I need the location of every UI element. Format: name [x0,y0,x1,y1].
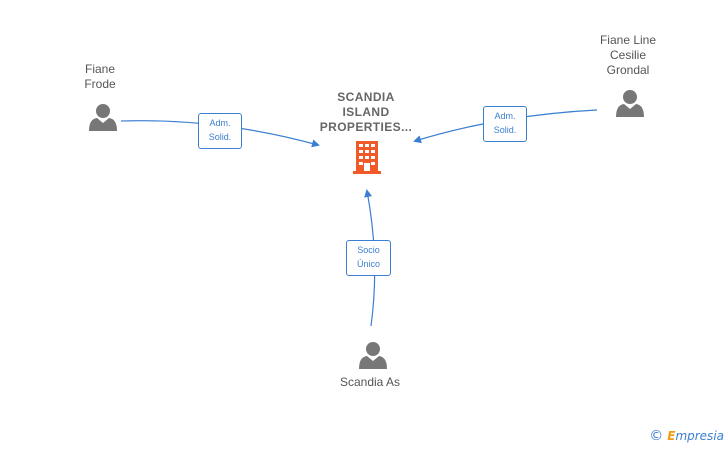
person-name-line: Scandia As [339,375,401,389]
person-name-line: Fiane [84,62,116,76]
company-name-line: SCANDIA [337,90,395,104]
person-name-line: Fiane Line [599,33,657,47]
relation-label-line: Solid. [493,125,517,135]
relation-label-scandia-as[interactable]: Socio Único [346,240,391,276]
relation-label-fiane-line[interactable]: Adm. Solid. [483,106,527,142]
person-icon [359,342,387,369]
logo-initial: E [667,429,676,443]
logo-text: mpresia [675,429,724,443]
copyright-icon: © [649,428,664,444]
relation-label-line: Único [356,259,380,269]
company-name-line: PROPERTIES... [319,120,413,134]
building-icon [353,141,381,174]
person-icon [89,104,117,131]
empresia-watermark[interactable]: © Empresia [649,428,724,444]
relation-label-line: Solid. [208,132,232,142]
person-name-line: Cesilie [609,48,646,62]
person-icon [616,90,644,117]
person-name-fiane-frode[interactable]: Fiane Frode [60,62,140,92]
empresia-logo: Empresia [667,429,724,443]
relation-label-line: Adm. [209,118,231,128]
company-name[interactable]: SCANDIA ISLAND PROPERTIES... [306,90,426,135]
relation-label-fiane-frode[interactable]: Adm. Solid. [198,113,242,149]
person-name-fiane-line[interactable]: Fiane Line Cesilie Grondal [578,33,678,78]
company-name-line: ISLAND [342,105,390,119]
relation-label-line: Socio [357,245,380,255]
person-name-scandia-as[interactable]: Scandia As [320,375,420,390]
relation-label-line: Adm. [494,111,516,121]
person-name-line: Grondal [606,63,650,77]
person-name-line: Frode [84,77,116,91]
